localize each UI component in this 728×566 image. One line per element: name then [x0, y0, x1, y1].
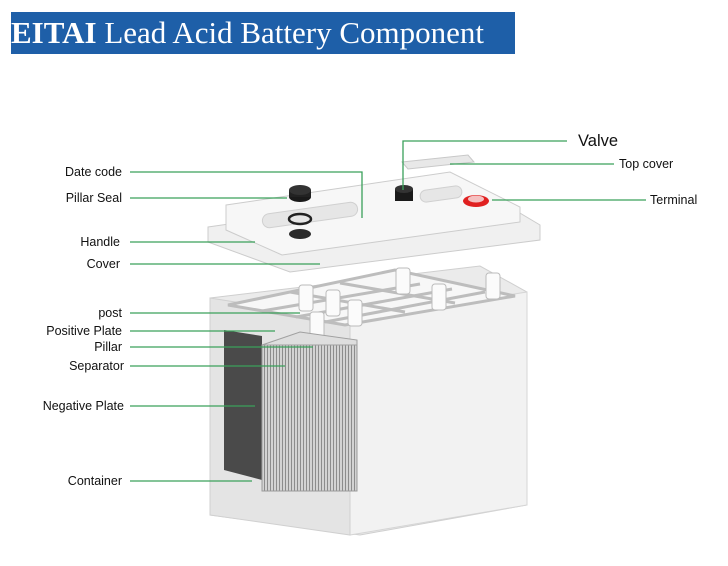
leader-date-code	[130, 171, 363, 218]
label-top-cover: Top cover	[619, 157, 674, 171]
label-pillar-seal: Pillar Seal	[65, 191, 122, 205]
cover	[207, 171, 541, 273]
post-cap-shape	[289, 229, 311, 239]
label-valve: Valve	[578, 132, 619, 150]
title: EITAI Lead Acid Battery Component	[11, 14, 484, 52]
leader-valve	[402, 140, 567, 190]
top-cover	[401, 154, 475, 170]
label-date-code: Date code	[65, 165, 122, 179]
seal-ring-shape	[287, 212, 313, 226]
label-separator: Separator	[69, 359, 124, 373]
pillar-seal-shape	[289, 185, 311, 202]
title-brand: EITAI	[11, 15, 97, 50]
label-handle: Handle	[80, 235, 120, 249]
label-pillar: Pillar	[94, 340, 122, 354]
terminal-shape	[463, 195, 489, 207]
plate-stack	[224, 330, 358, 492]
valve-shape	[395, 185, 413, 201]
label-post: post	[98, 306, 122, 320]
title-text: Lead Acid Battery Component	[104, 15, 484, 50]
label-positive-plate: Positive Plate	[46, 324, 122, 338]
label-container: Container	[67, 474, 122, 488]
label-terminal: Terminal	[650, 193, 698, 207]
label-cover: Cover	[86, 257, 120, 271]
leader-lines	[130, 140, 646, 482]
title-banner: EITAI Lead Acid Battery Component	[11, 12, 515, 54]
label-negative-plate: Negative Plate	[42, 399, 124, 413]
